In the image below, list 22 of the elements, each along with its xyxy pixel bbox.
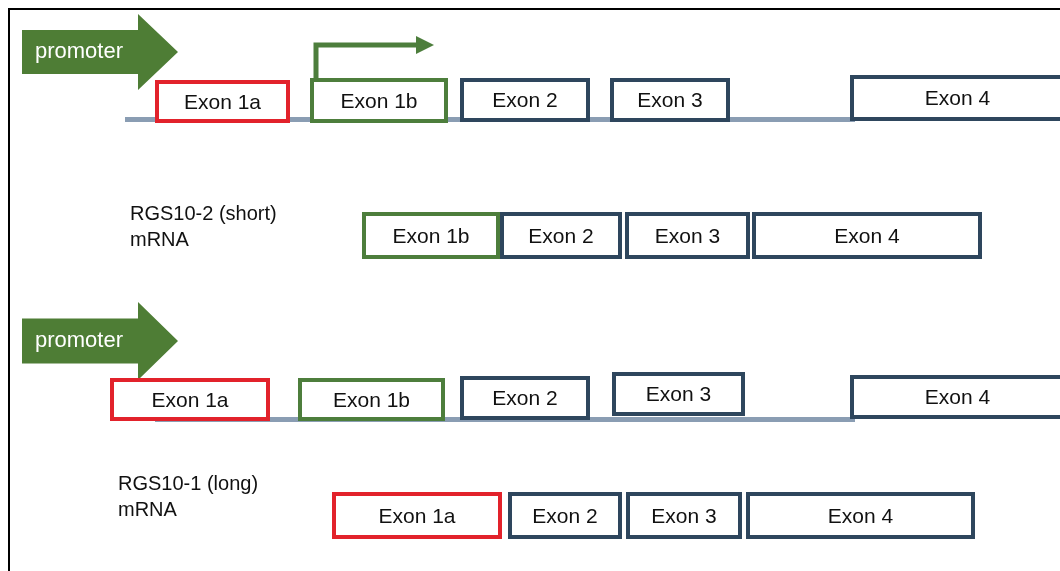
exon-box: Exon 3 (626, 492, 742, 539)
exon-box: Exon 1a (110, 378, 270, 421)
exon-box: Exon 1b (298, 378, 445, 421)
exon-box: Exon 4 (850, 75, 1060, 121)
exon-box: Exon 3 (610, 78, 730, 122)
promoter-arrow: promoter (22, 302, 178, 380)
transcript-label: RGS10-2 (short) mRNA (130, 201, 278, 252)
exon-box: Exon 4 (752, 212, 982, 259)
exon-box: Exon 1b (362, 212, 500, 259)
exon-box: Exon 3 (625, 212, 750, 259)
promoter-arrow: promoter (22, 14, 178, 90)
exon-box: Exon 3 (612, 372, 745, 416)
transcript-label: RGS10-1 (long) mRNA (118, 471, 260, 522)
exon-box: Exon 4 (746, 492, 975, 539)
exon-box: Exon 2 (500, 212, 622, 259)
exon-box: Exon 1a (332, 492, 502, 539)
exon-box: Exon 1b (310, 78, 448, 123)
exon-box: Exon 1a (155, 80, 290, 123)
exon-box: Exon 2 (508, 492, 622, 539)
exon-box: Exon 2 (460, 376, 590, 420)
exon-box: Exon 4 (850, 375, 1060, 419)
exon-box: Exon 2 (460, 78, 590, 122)
